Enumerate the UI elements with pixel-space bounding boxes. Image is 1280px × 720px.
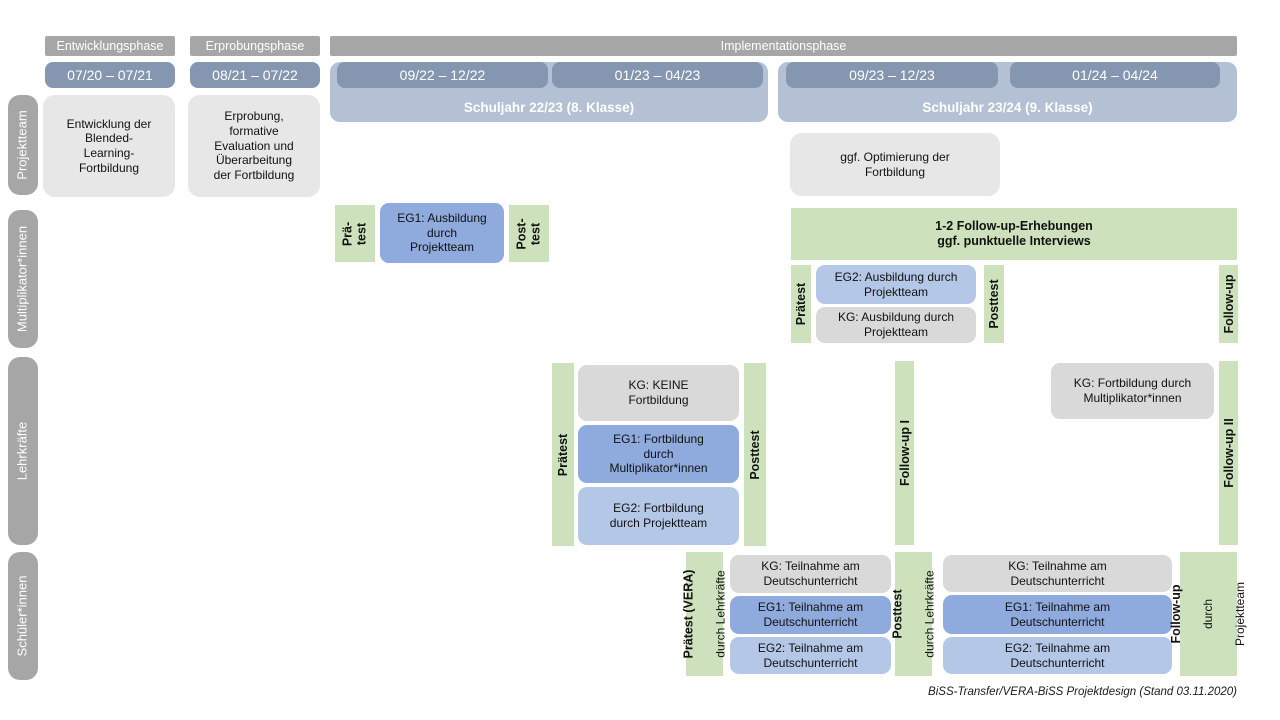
test-bar-posttest-multiplikatoren-1: Post- test: [509, 205, 549, 262]
followup-sublabel-durch: durch: [1200, 598, 1215, 630]
test-bar-posttest-multiplikatoren-2: Posttest: [984, 265, 1004, 343]
box-erprobung-evaluation: Erprobung, formative Evaluation und Über…: [188, 95, 320, 197]
test-bar-followup-schueler-text: Follow-up durch Projektteam: [1151, 582, 1267, 646]
row-label-multiplikatorinnen-text: Multiplikator*innen: [14, 225, 30, 333]
box-eg2-ausbildung-projektteam: EG2: Ausbildung durch Projektteam: [816, 265, 976, 304]
box-eg1-teilnahme-deutschunterricht-2: EG1: Teilnahme am Deutschunterricht: [943, 595, 1172, 634]
praetest-vera-sublabel: durch Lehrkräfte: [712, 570, 727, 658]
test-bar-followup-multiplikatoren: Follow-up: [1219, 265, 1238, 343]
test-bar-followup-1-lehrkraefte-text: Follow-up I: [897, 420, 912, 486]
date-bar-0922-1222: 09/22 – 12/22: [337, 62, 548, 88]
diagram-caption: BiSS-Transfer/VERA-BiSS Projektdesign (S…: [928, 686, 1237, 698]
test-bar-posttest-lehrkraefte-text: Posttest: [747, 429, 762, 480]
test-bar-posttest-multiplikatoren-2-text: Posttest: [986, 279, 1001, 329]
box-eg1-ausbildung-projektteam: EG1: Ausbildung durch Projektteam: [380, 203, 504, 263]
box-eg2-teilnahme-deutschunterricht-1: EG2: Teilnahme am Deutschunterricht: [730, 637, 891, 674]
box-optimierung-fortbildung: ggf. Optimierung der Fortbildung: [790, 133, 1000, 196]
praetest-vera-label: Prätest (VERA): [681, 569, 696, 659]
row-label-projektteam-text: Projektteam: [14, 110, 30, 180]
box-kg-ausbildung-projektteam: KG: Ausbildung durch Projektteam: [816, 307, 976, 343]
box-kg-teilnahme-deutschunterricht-2: KG: Teilnahme am Deutschunterricht: [943, 555, 1172, 592]
schuljahr-23-24-label: Schuljahr 23/24 (9. Klasse): [922, 99, 1093, 115]
box-eg1-fortbildung-multiplikatoren: EG1: Fortbildung durch Multiplikator*inn…: [578, 425, 739, 483]
test-bar-praetest-multiplikatoren-2-text: Prätest: [793, 282, 808, 326]
row-label-projektteam: Projektteam: [8, 95, 38, 195]
row-label-multiplikatorinnen: Multiplikator*innen: [8, 210, 38, 348]
phase-bar-erprobungsphase: Erprobungsphase: [190, 36, 320, 56]
date-bar-0923-1223: 09/23 – 12/23: [786, 62, 998, 88]
box-followup-erhebungen: 1-2 Follow-up-Erhebungen ggf. punktuelle…: [791, 208, 1237, 260]
row-label-schuelerinnen-text: Schüler*innen: [14, 575, 30, 657]
posttest-label: Posttest: [890, 589, 905, 639]
box-eg1-teilnahme-deutschunterricht-1: EG1: Teilnahme am Deutschunterricht: [730, 596, 891, 634]
test-bar-posttest-lehrkraefte: Posttest: [744, 363, 766, 546]
test-bar-praetest-multiplikatoren-2: Prätest: [791, 265, 811, 343]
schuljahr-22-23-label: Schuljahr 22/23 (8. Klasse): [463, 99, 635, 115]
test-bar-praetest-lehrkraefte-text: Prätest: [555, 433, 570, 476]
test-bar-praetest-lehrkraefte: Prätest: [552, 363, 574, 546]
date-bar-0821-0722: 08/21 – 07/22: [190, 62, 320, 88]
test-bar-praetest-multiplikatoren-1-text: Prä- test: [340, 221, 369, 246]
date-bar-0720-0721: 07/20 – 07/21: [45, 62, 175, 88]
test-bar-praetest-vera-schueler: Prätest (VERA) durch Lehrkräfte: [681, 552, 727, 676]
test-bar-followup-2-lehrkraefte: Follow-up II: [1219, 361, 1238, 545]
row-label-lehrkraefte: Lehrkräfte: [8, 357, 38, 545]
phase-bar-implementationsphase: Implementationsphase: [330, 36, 1237, 56]
test-bar-posttest-multiplikatoren-1-text: Post- test: [514, 217, 543, 250]
followup-sublabel-projektteam: Projektteam: [1233, 581, 1248, 647]
box-eg2-fortbildung-projektteam: EG2: Fortbildung durch Projektteam: [578, 487, 739, 545]
box-kg-teilnahme-deutschunterricht-1: KG: Teilnahme am Deutschunterricht: [730, 555, 891, 593]
test-bar-praetest-multiplikatoren-1: Prä- test: [335, 205, 375, 262]
test-bar-followup-2-lehrkraefte-text: Follow-up II: [1221, 418, 1236, 488]
box-entwicklung-fortbildung: Entwicklung der Blended- Learning- Fortb…: [43, 95, 175, 197]
test-bar-followup-schueler: Follow-up durch Projektteam: [1169, 552, 1247, 676]
row-label-lehrkraefte-text: Lehrkräfte: [14, 421, 30, 481]
date-bar-0124-0424: 01/24 – 04/24: [1010, 62, 1220, 88]
test-bar-followup-multiplikatoren-text: Follow-up: [1221, 274, 1236, 334]
date-bar-0123-0423: 01/23 – 04/23: [552, 62, 763, 88]
box-kg-keine-fortbildung: KG: KEINE Fortbildung: [578, 365, 739, 421]
box-kg-fortbildung-multiplikatoren: KG: Fortbildung durch Multiplikator*inne…: [1051, 363, 1214, 419]
phase-bar-entwicklungsphase: Entwicklungsphase: [45, 36, 175, 56]
test-bar-followup-1-lehrkraefte: Follow-up I: [895, 361, 914, 545]
box-eg2-teilnahme-deutschunterricht-2: EG2: Teilnahme am Deutschunterricht: [943, 637, 1172, 674]
test-bar-posttest-schueler: Posttest durch Lehrkräfte: [890, 552, 936, 676]
posttest-sublabel: durch Lehrkräfte: [921, 570, 936, 658]
followup-label: Follow-up: [1169, 584, 1184, 644]
row-label-schuelerinnen: Schüler*innen: [8, 552, 38, 680]
